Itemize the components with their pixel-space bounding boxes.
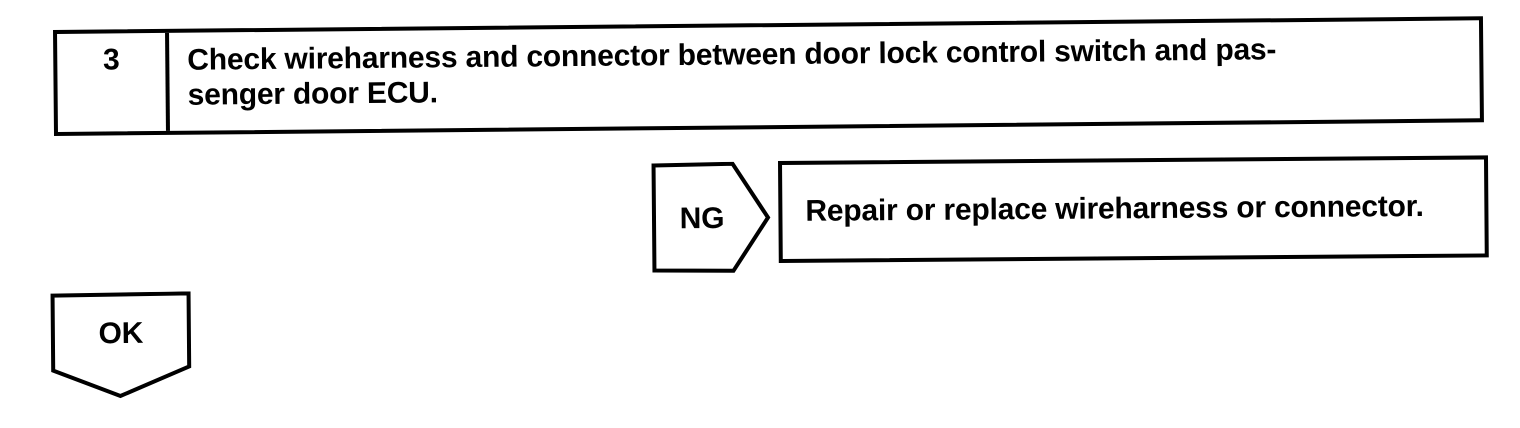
ok-pentagon-icon: OK bbox=[50, 291, 192, 399]
step-instruction-line1: Check wireharness and connector between … bbox=[187, 33, 1277, 77]
ok-label: OK bbox=[98, 317, 143, 350]
ng-label: NG bbox=[680, 202, 725, 235]
step-instruction: Check wireharness and connector between … bbox=[169, 20, 1480, 131]
step-number: 3 bbox=[57, 32, 170, 132]
step-box: 3 Check wireharness and connector betwee… bbox=[53, 16, 1484, 136]
ng-pentagon-outline bbox=[651, 161, 771, 273]
ok-pentagon-outline bbox=[50, 291, 192, 399]
ng-action-box: Repair or replace wireharness or connect… bbox=[778, 155, 1489, 263]
step-instruction-line2: senger door ECU. bbox=[187, 76, 438, 112]
ng-pentagon-icon: NG bbox=[651, 161, 771, 273]
ng-action-text: Repair or replace wireharness or connect… bbox=[805, 189, 1424, 228]
